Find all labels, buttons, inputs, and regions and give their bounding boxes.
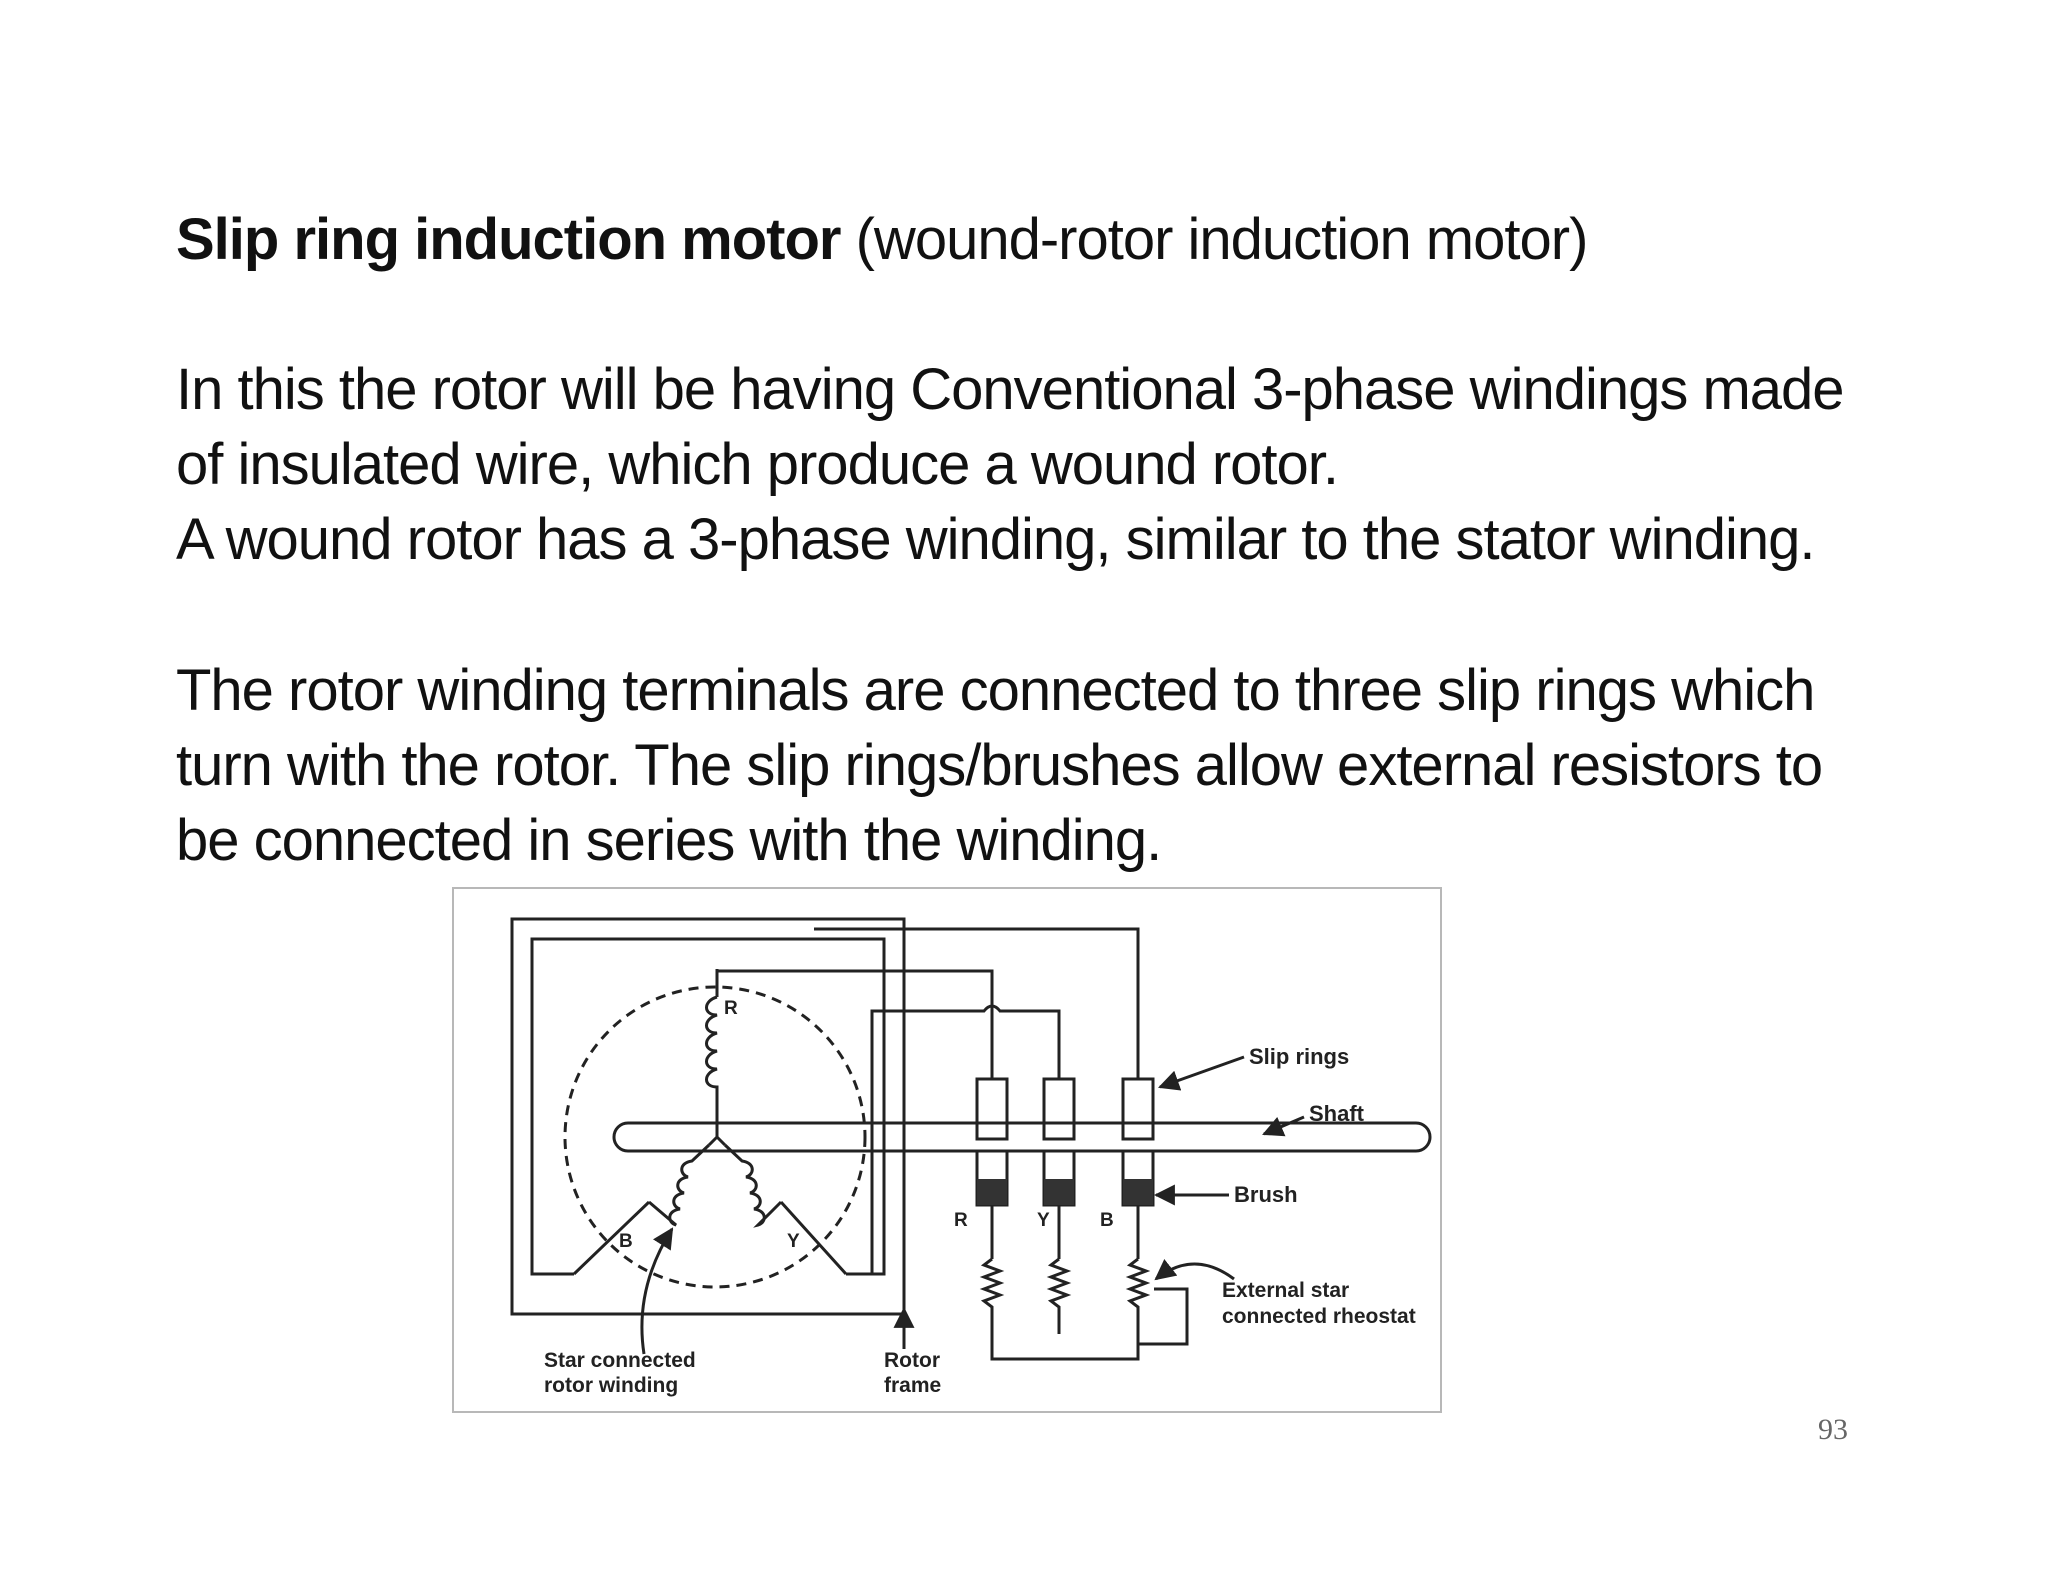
- rotor-frame-line: [510, 917, 906, 1316]
- phase-y-lead: [779, 1200, 848, 1276]
- slip-ring-y: [1042, 1077, 1076, 1141]
- label-terminal-b: B: [1100, 1210, 1114, 1231]
- wire-r: [715, 969, 994, 1079]
- paragraph-slip-rings: The rotor winding terminals are connecte…: [176, 653, 1976, 878]
- slip-ring-b: [1121, 1077, 1155, 1141]
- rheostat-star: [990, 1334, 1140, 1361]
- label-shaft: Shaft: [1309, 1101, 1365, 1126]
- slide-heading: Slip ring induction motor (wound-rotor i…: [176, 205, 1976, 275]
- pointer-rheostat: [1154, 1259, 1235, 1281]
- rotor-circle: [563, 985, 867, 1289]
- paragraph-line: In this the rotor will be having Convent…: [176, 357, 1845, 422]
- label-coil-b: B: [619, 1231, 633, 1252]
- pointer-shaft: [1262, 1115, 1305, 1137]
- page-number: 93: [1818, 1413, 1848, 1446]
- pointer-star-winding: [640, 1227, 674, 1355]
- pointer-slip-rings: [1158, 1055, 1245, 1091]
- label-brush: Brush: [1234, 1182, 1298, 1207]
- rheostat-wiper-b: [1138, 1287, 1189, 1346]
- label-star-connected: Star connected: [544, 1349, 696, 1372]
- label-coil-y: Y: [787, 1231, 800, 1252]
- slip-ring-r: [975, 1077, 1009, 1141]
- diagram-svg: Slip rings Shaft Brush External star con…: [510, 917, 1432, 1397]
- shaft: [612, 1121, 1432, 1153]
- coil-b: [648, 1143, 711, 1227]
- wire-b: [814, 927, 1140, 1079]
- label-rotor-winding: rotor winding: [544, 1374, 678, 1397]
- rheostat-y: [1046, 1257, 1072, 1334]
- wire-y: [870, 1004, 1061, 1274]
- paragraph-line: of insulated wire, which produce a wound…: [176, 432, 1339, 497]
- rotor-frame-inner-line: [530, 937, 886, 1276]
- label-connected-rheostat: connected rheostat: [1222, 1305, 1416, 1328]
- paragraph-rotor-description: In this the rotor will be having Convent…: [176, 352, 1976, 577]
- paragraph-line: turn with the rotor. The slip rings/brus…: [176, 733, 1823, 798]
- label-terminal-y: Y: [1037, 1210, 1050, 1231]
- rheostat-r: [979, 1257, 1005, 1334]
- coil-y: [723, 1143, 783, 1228]
- paragraph-line: be connected in series with the winding.: [176, 808, 1162, 873]
- label-slip-rings: Slip rings: [1249, 1044, 1349, 1069]
- paragraph-line: The rotor winding terminals are connecte…: [176, 658, 1815, 723]
- phase-b-lead: [572, 1200, 651, 1276]
- label-terminal-r: R: [954, 1210, 968, 1231]
- brush-r: [977, 1179, 1007, 1205]
- label-frame: frame: [884, 1374, 941, 1397]
- paragraph-line: A wound rotor has a 3-phase winding, sim…: [176, 507, 1815, 572]
- label-rotor: Rotor: [884, 1349, 940, 1372]
- label-external-star: External star: [1222, 1279, 1349, 1302]
- slip-ring-motor-diagram: Slip rings Shaft Brush External star con…: [452, 887, 1442, 1413]
- heading-subtitle: (wound-rotor induction motor): [840, 207, 1589, 272]
- rheostat-b: [1125, 1257, 1151, 1334]
- star-center: [707, 1135, 727, 1147]
- coil-r: [705, 995, 719, 1109]
- brush-y: [1044, 1179, 1074, 1205]
- brush-b: [1123, 1179, 1153, 1205]
- heading-bold: Slip ring induction motor: [176, 207, 841, 272]
- label-coil-r: R: [724, 998, 738, 1019]
